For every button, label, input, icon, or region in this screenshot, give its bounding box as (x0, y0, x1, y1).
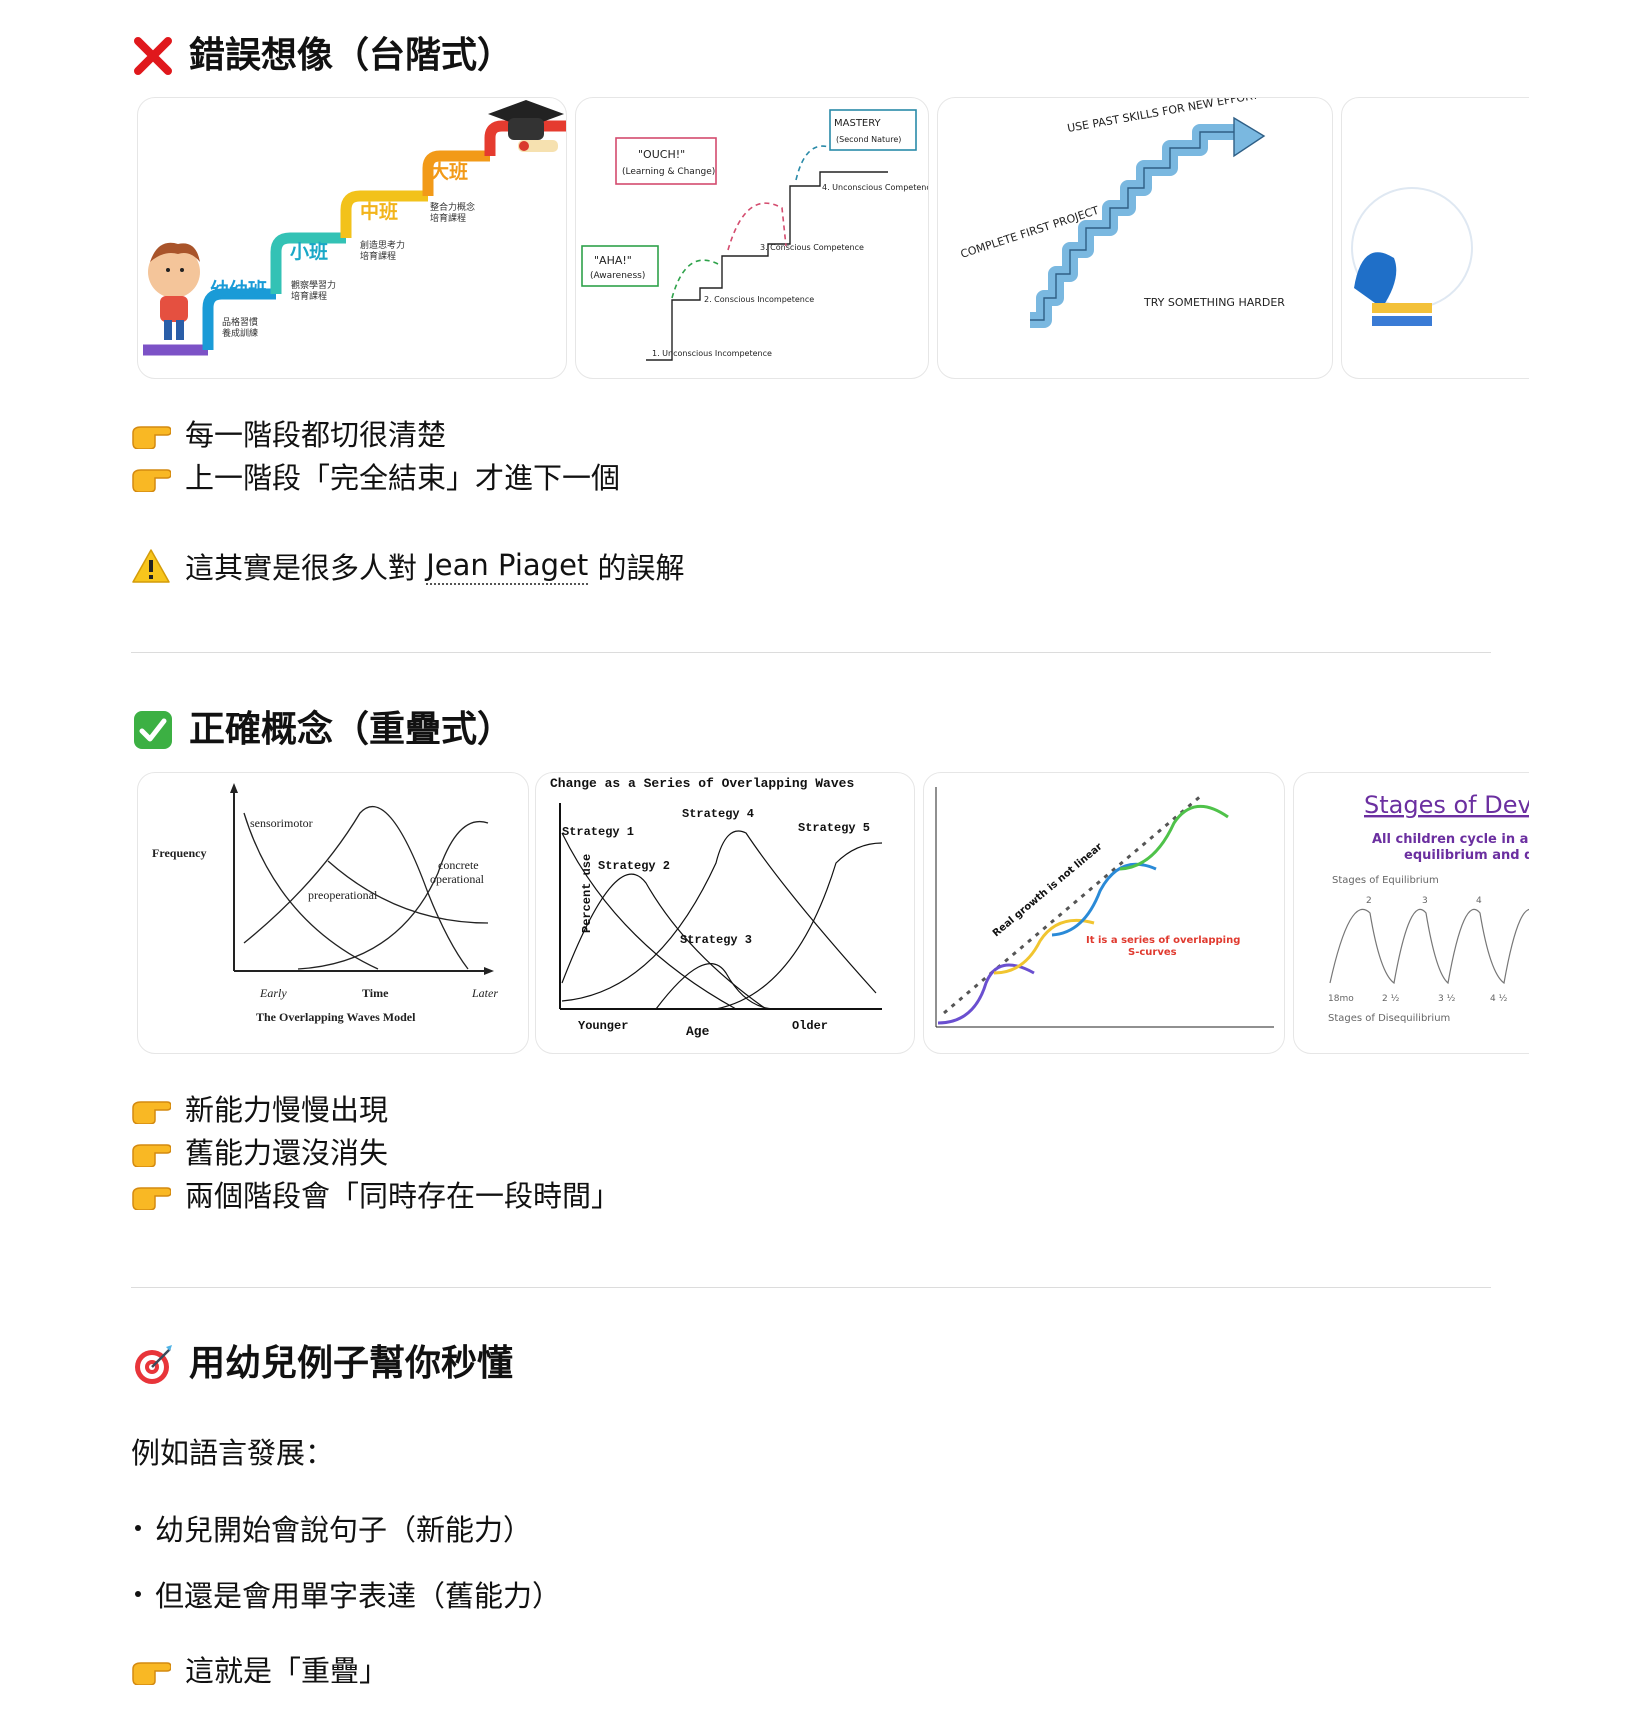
svg-text:Strategy 1: Strategy 1 (562, 825, 634, 839)
svg-text:Stages of Deve: Stages of Deve (1364, 791, 1529, 819)
bullet-dot (135, 1591, 141, 1597)
section-right-title: 正確概念（重疊式） (131, 708, 513, 752)
svg-text:Change as a Series of Overlapp: Change as a Series of Overlapping Waves (550, 776, 854, 791)
image-zigzag-arrow[interactable]: USE PAST SKILLS FOR NEW EFFORT COMPLETE … (937, 97, 1333, 379)
image-stages-of-development[interactable]: Stages of Deve All children cycle in an … (1293, 772, 1529, 1054)
cross-mark-icon (131, 34, 175, 78)
svg-text:TRY SOMETHING HARDER: TRY SOMETHING HARDER (1143, 296, 1285, 309)
image-competence-stairs[interactable]: "OUCH!" (Learning & Change) "AHA!" (Awar… (575, 97, 929, 379)
svg-text:4: 4 (1476, 896, 1482, 906)
image-series-overlapping-waves[interactable]: Change as a Series of Overlapping Waves … (535, 772, 915, 1054)
divider (131, 1287, 1491, 1288)
svg-text:4. Unconscious Competence: 4. Unconscious Competence (822, 183, 928, 192)
bullet-dot (135, 1525, 141, 1531)
svg-text:2. Conscious Incompetence: 2. Conscious Incompetence (704, 295, 814, 304)
list-item: 上一階段「完全結束」才進下一個 (131, 457, 620, 500)
right-points-list: 新能力慢慢出現 舊能力還沒消失 兩個階段會「同時存在一段時間」 (131, 1089, 620, 1218)
graduation-cap-illustration (488, 100, 564, 152)
svg-text:"OUCH!": "OUCH!" (638, 148, 685, 161)
svg-text:Older: Older (792, 1019, 828, 1033)
pointing-hand-icon (131, 423, 175, 449)
list-item: 新能力慢慢出現 (131, 1089, 620, 1132)
svg-text:MASTERY: MASTERY (834, 118, 882, 129)
image-carousel-wrong[interactable]: 幼幼班 小班 中班 大班 品格習慣養成訓練 觀察學習力培育課程 創造思考力培育課… (137, 97, 1529, 379)
step-label-1: 小班 (290, 240, 328, 263)
svg-text:Later: Later (471, 986, 498, 1000)
section-example-title: 用幼兒例子幫你秒懂 (131, 1342, 513, 1386)
pointing-hand-icon (131, 466, 175, 492)
svg-text:Stages of Disequilibrium: Stages of Disequilibrium (1328, 1013, 1450, 1024)
svg-text:Strategy 2: Strategy 2 (598, 859, 670, 873)
step-desc-1: 觀察學習力培育課程 (291, 279, 336, 302)
child-illustration (148, 242, 200, 340)
image-stairs-kindergarten[interactable]: 幼幼班 小班 中班 大班 品格習慣養成訓練 觀察學習力培育課程 創造思考力培育課… (137, 97, 567, 379)
jean-piaget-link[interactable]: Jean Piaget (426, 548, 589, 585)
check-mark-icon (131, 708, 175, 752)
image-carousel-right[interactable]: Frequency sensorimotor preoperational co… (137, 772, 1529, 1054)
step-label-2: 中班 (360, 200, 398, 223)
svg-text:sensorimotor: sensorimotor (250, 816, 313, 830)
svg-text:The Overlapping Waves Model: The Overlapping Waves Model (256, 1010, 416, 1024)
svg-text:18mo: 18mo (1328, 994, 1354, 1004)
svg-text:Time: Time (362, 986, 389, 1000)
svg-text:Strategy 5: Strategy 5 (798, 821, 870, 835)
svg-text:(Awareness): (Awareness) (590, 271, 645, 281)
step-desc-3: 整合力概念培育課程 (430, 201, 475, 224)
list-item: 兩個階段會「同時存在一段時間」 (131, 1175, 620, 1218)
svg-text:3. Conscious Competence: 3. Conscious Competence (760, 243, 864, 252)
divider (131, 652, 1491, 653)
step-desc-2: 創造思考力培育課程 (360, 239, 405, 262)
example-bullet-list: 幼兒開始會說句子（新能力） 但還是會用單字表達（舊能力） (131, 1495, 561, 1627)
svg-text:Early: Early (259, 986, 287, 1000)
svg-text:3: 3 (1422, 896, 1428, 906)
pointing-hand-icon (131, 1141, 175, 1167)
wrong-points-list: 每一階段都切很清楚 上一階段「完全結束」才進下一個 (131, 414, 620, 500)
list-item: 每一階段都切很清楚 (131, 414, 620, 457)
step-label-3: 大班 (430, 160, 468, 183)
pointing-hand-icon (131, 1659, 175, 1685)
example-conclusion: 這就是「重疊」 (131, 1650, 388, 1693)
svg-text:equilibrium and di: equilibrium and di (1404, 848, 1529, 863)
svg-text:Percent use: Percent use (580, 854, 594, 933)
example-intro: 例如語言發展： (131, 1436, 335, 1470)
svg-text:Strategy 3: Strategy 3 (680, 933, 752, 947)
svg-text:(Learning & Change): (Learning & Change) (622, 167, 715, 177)
list-item: 但還是會用單字表達（舊能力） (131, 1561, 561, 1627)
svg-text:Stages of Equilibrium: Stages of Equilibrium (1332, 875, 1439, 886)
list-item: 舊能力還沒消失 (131, 1132, 620, 1175)
svg-text:All children cycle in an: All children cycle in an (1372, 832, 1529, 847)
image-overlapping-waves-model[interactable]: Frequency sensorimotor preoperational co… (137, 772, 529, 1054)
svg-text:Strategy 4: Strategy 4 (682, 807, 754, 821)
svg-text:It is a series of overlapping: It is a series of overlapping (1086, 935, 1240, 946)
svg-text:Real growth is not linear: Real growth is not linear (991, 841, 1105, 939)
step-desc-0: 品格習慣養成訓練 (222, 316, 258, 339)
svg-text:(Second Nature): (Second Nature) (836, 135, 901, 144)
image-overlapping-s-curves[interactable]: Real growth is not linear It is a series… (923, 772, 1285, 1054)
warning-icon (131, 548, 175, 584)
svg-text:Age: Age (686, 1024, 710, 1039)
pointing-hand-icon (131, 1098, 175, 1124)
section-wrong-title: 錯誤想像（台階式） (131, 34, 513, 78)
svg-text:Frequency: Frequency (152, 846, 206, 860)
target-icon (131, 1342, 175, 1386)
pointing-hand-icon (131, 1184, 175, 1210)
svg-text:3 ½: 3 ½ (1438, 994, 1456, 1004)
svg-text:concrete: concrete (438, 858, 479, 872)
svg-text:S-curves: S-curves (1128, 947, 1177, 958)
step-label-0: 幼幼班 (210, 278, 267, 301)
svg-text:operational: operational (430, 872, 485, 886)
list-item: 幼兒開始會說句子（新能力） (131, 1495, 561, 1561)
svg-text:Younger: Younger (578, 1019, 628, 1033)
svg-text:preoperational: preoperational (308, 888, 378, 902)
svg-text:"AHA!": "AHA!" (594, 254, 632, 267)
svg-text:2: 2 (1366, 896, 1372, 906)
svg-text:4 ½: 4 ½ (1490, 994, 1508, 1004)
image-partial-blue-leaf[interactable] (1341, 97, 1529, 379)
svg-text:2 ½: 2 ½ (1382, 994, 1400, 1004)
svg-text:1. Unconscious Incompetence: 1. Unconscious Incompetence (652, 349, 772, 358)
piaget-warning: 這其實是很多人對 Jean Piaget 的誤解 (131, 545, 685, 587)
